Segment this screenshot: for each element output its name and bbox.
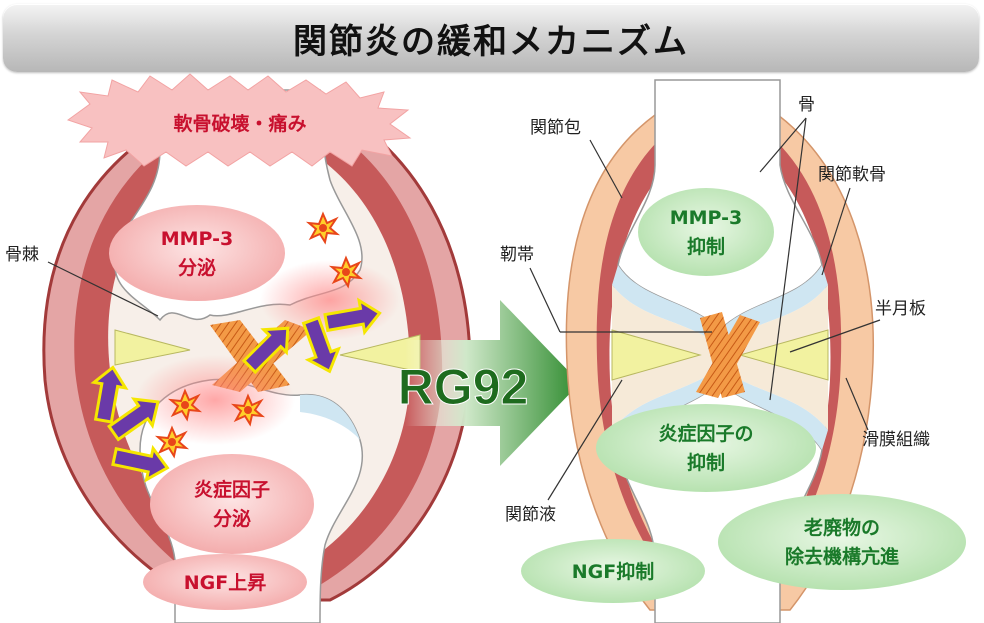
meniscus-label: 半月板 — [875, 299, 926, 319]
mmp3-secretion-pill: MMP-3 分泌 — [109, 205, 285, 301]
inflammatory-factor-secretion-pill: 炎症因子 分泌 — [150, 454, 314, 554]
osteophyte-pointer — [47, 261, 159, 317]
svg-text:抑制: 抑制 — [687, 235, 725, 258]
svg-text:炎症因子: 炎症因子 — [194, 478, 270, 501]
burst-label: 軟骨破壊・痛み — [173, 112, 306, 135]
svg-text:抑制: 抑制 — [687, 451, 725, 474]
synovial-fluid-label: 関節液 — [505, 505, 556, 525]
mmp3-suppression-pill: MMP-3 抑制 — [638, 188, 774, 276]
bone-label: 骨 — [798, 95, 815, 115]
svg-text:除去機構亢進: 除去機構亢進 — [785, 545, 899, 568]
ngf-increase-pill: NGF上昇 — [143, 554, 307, 610]
articular-cartilage-label: 関節軟骨 — [818, 165, 886, 185]
osteophyte-label: 骨棘 — [5, 245, 39, 265]
cartilage-destruction-burst: 軟骨破壊・痛み — [66, 73, 412, 167]
waste-removal-pill: 老廃物の 除去機構亢進 — [718, 494, 966, 590]
svg-text:NGF上昇: NGF上昇 — [184, 572, 266, 594]
title-bar: 関節炎の緩和メカニズム — [3, 4, 979, 72]
svg-text:分泌: 分泌 — [178, 256, 216, 279]
ligament-label: 靭帯 — [500, 245, 534, 265]
svg-text:MMP-3: MMP-3 — [161, 228, 234, 250]
svg-text:老廃物の: 老廃物の — [804, 516, 880, 539]
rg92-label: RG92 — [398, 359, 529, 415]
page-title: 関節炎の緩和メカニズム — [293, 21, 689, 62]
rg92-arrow: RG92 — [397, 300, 580, 466]
svg-text:分泌: 分泌 — [213, 507, 251, 530]
joint-capsule-label: 関節包 — [530, 118, 581, 138]
svg-text:MMP-3: MMP-3 — [670, 207, 743, 229]
ngf-suppression-pill: NGF抑制 — [521, 539, 705, 603]
inflammatory-factor-suppression-pill: 炎症因子の 抑制 — [596, 404, 816, 492]
svg-text:炎症因子の: 炎症因子の — [658, 422, 753, 445]
svg-text:NGF抑制: NGF抑制 — [572, 560, 654, 583]
synovium-label: 滑膜組織 — [862, 430, 930, 450]
